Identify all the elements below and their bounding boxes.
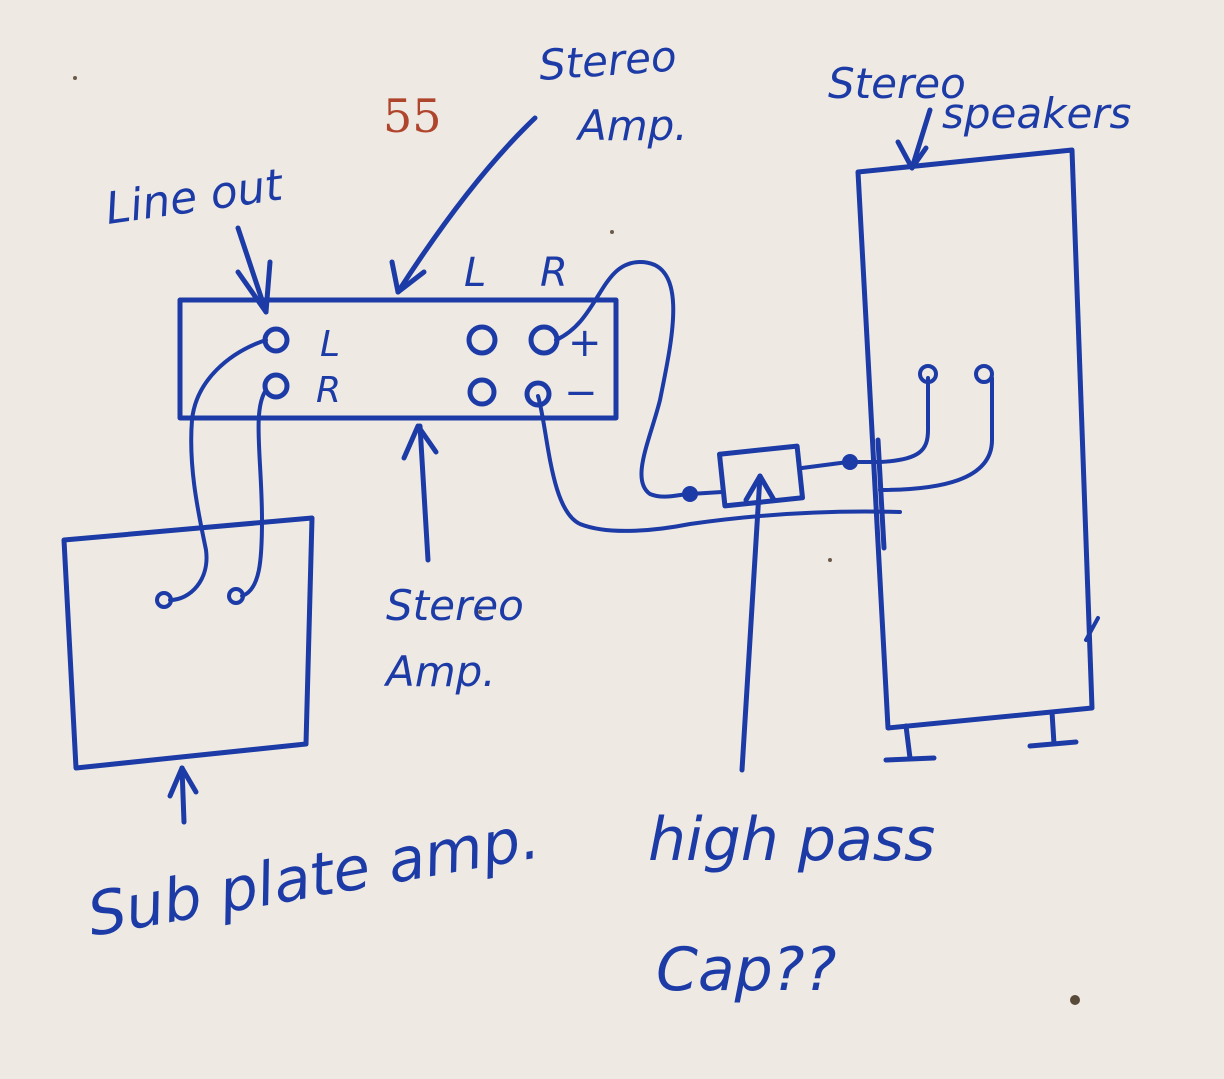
stereo-amp-mid-arrow: [401, 423, 439, 563]
stereo-amp-box: [177, 297, 619, 421]
line-out-label: Line out: [102, 159, 287, 234]
sub-plate-amp-arrow: [167, 765, 199, 825]
high-pass-arrow: [739, 473, 777, 773]
stereo-speakers-arrow: [895, 107, 933, 171]
speaker-cabinet: [855, 147, 1095, 731]
stereo-speakers-label-1: Stereo: [828, 59, 966, 108]
right-plus-terminal: [528, 324, 560, 356]
line-out-cables: [168, 338, 268, 602]
high-pass-capacitor: [716, 443, 806, 509]
high-pass-label-1: high pass: [648, 805, 935, 875]
stereo-amp-mid-label-2: Amp.: [383, 647, 496, 696]
left-minus-terminal: [467, 377, 497, 407]
stereo-amp-top-arrow: [389, 115, 538, 295]
line-out-r-jack: [262, 372, 290, 400]
sub-plate-amp-box: [61, 515, 315, 771]
paper-texture: [73, 76, 1080, 1005]
stereo-amp-top-label-2: Amp.: [575, 101, 688, 150]
speaker-inner-edge: [875, 437, 887, 551]
stereo-amp-mid-label-1: Stereo: [386, 581, 524, 630]
line-out-r-label: R: [316, 370, 341, 411]
speaker-rear-panel-line: [1084, 616, 1100, 642]
sub-plate-amp-label: Sub plate amp.: [82, 803, 544, 951]
stereo-speakers-label-2: speakers: [942, 89, 1131, 138]
minus-label: −: [564, 370, 598, 416]
speaker-wiring: [536, 260, 994, 533]
stereo-amp-top-label-1: Stereo: [537, 31, 678, 89]
left-plus-terminal: [466, 324, 498, 356]
line-out-l-label: L: [320, 324, 340, 365]
amp-out-header-r: R: [540, 250, 568, 296]
line-out-l-jack: [262, 326, 290, 354]
amp-out-header-l: L: [464, 250, 486, 296]
right-minus-terminal: [524, 380, 552, 408]
speaker-feet: [883, 709, 1079, 763]
page-number: 55: [383, 89, 442, 143]
high-pass-label-2: Cap??: [656, 935, 836, 1005]
